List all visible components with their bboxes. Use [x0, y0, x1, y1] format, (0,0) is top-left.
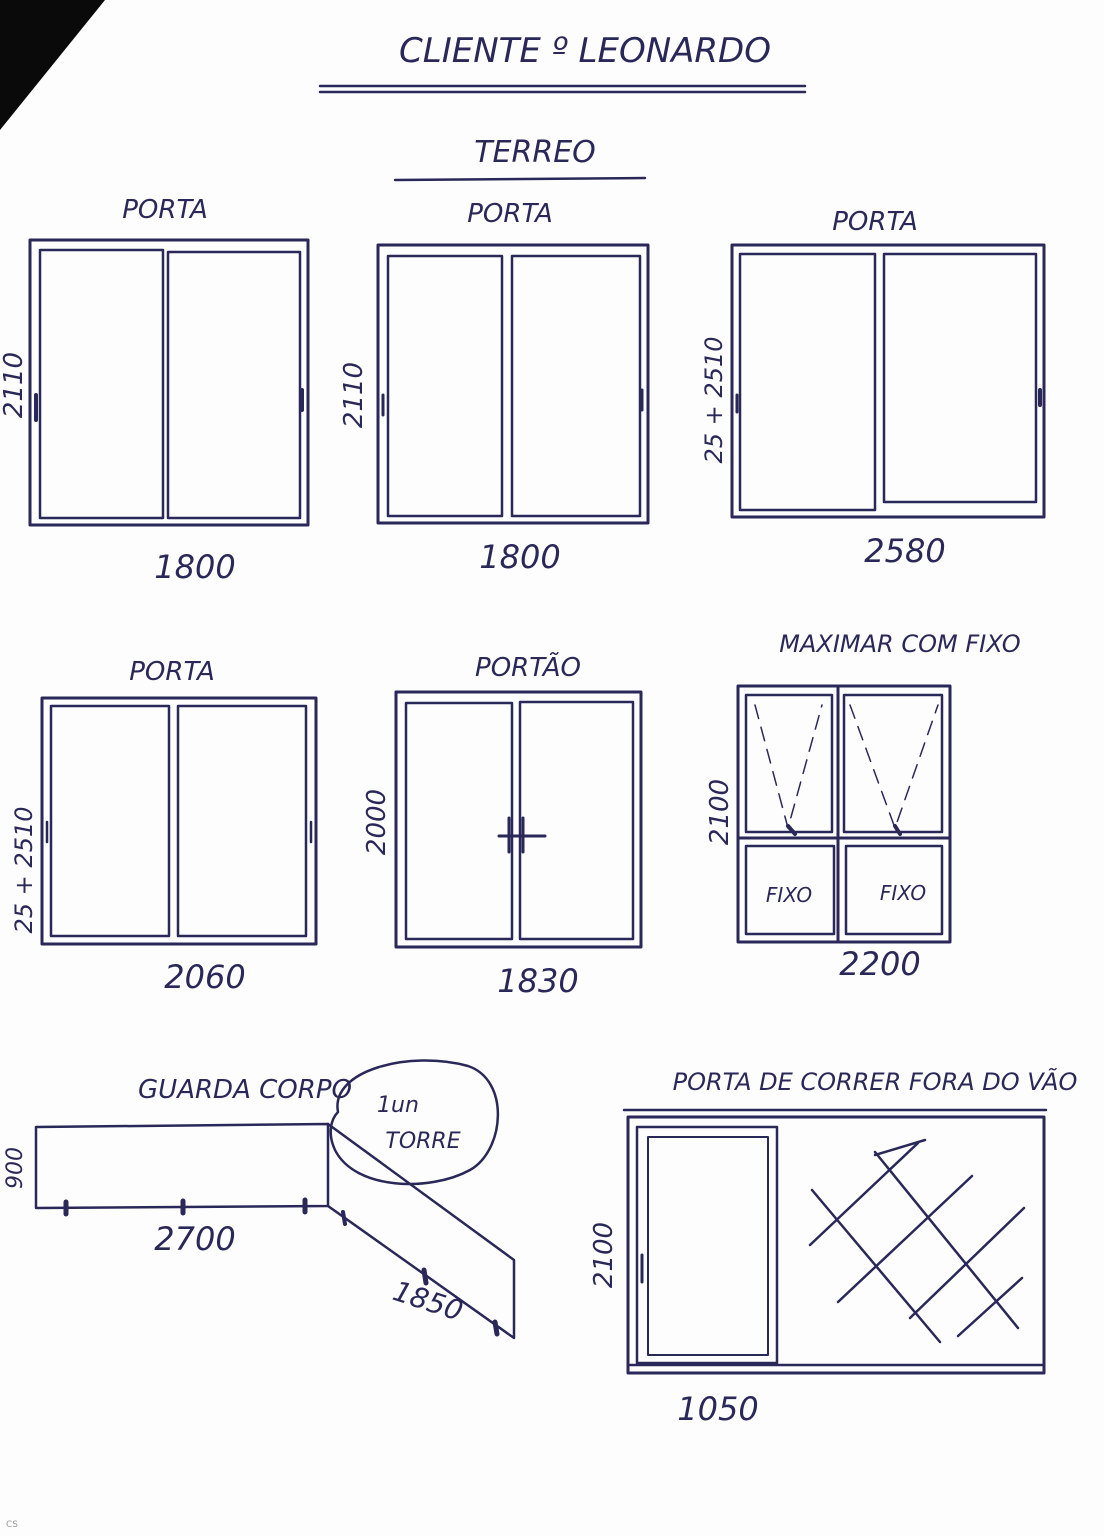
- door-2-leaf-right: [510, 254, 642, 518]
- door-1-height: 2110: [0, 352, 29, 418]
- door-4-frame: [40, 696, 318, 946]
- door-1-leaf-right: [166, 250, 302, 520]
- window-6-frame: [736, 684, 952, 944]
- window-6-opening-left: [754, 704, 823, 829]
- guardrail-label: GUARDA CORPO: [138, 1075, 352, 1105]
- door-3-label: PORTA: [832, 207, 918, 237]
- door-4-width: 2060: [164, 958, 245, 996]
- section-title: TERREO: [474, 135, 596, 170]
- door-1-width: 1800: [154, 548, 235, 586]
- guardrail-height: 900: [3, 1147, 28, 1189]
- window-6-fixed-left-label: FIXO: [766, 883, 812, 907]
- sliding-door-outside: PORTA DE CORRER FORA DO VÃO 2100 1050: [589, 1066, 1077, 1428]
- door-2-frame: [376, 243, 650, 525]
- window-6-fixed-right-label: FIXO: [880, 881, 926, 905]
- window-6-hinge-right: [893, 824, 902, 836]
- sliding-door-label: PORTA DE CORRER FORA DO VÃO: [673, 1066, 1078, 1096]
- gate-5-frame: [394, 690, 643, 949]
- door-3-frame: [730, 243, 1046, 519]
- scan-corner-shadow: [0, 0, 105, 130]
- door-2-height: 2110: [339, 362, 369, 428]
- window-6-hinge-left: [786, 824, 797, 836]
- guardrail-front-panel: [34, 1122, 330, 1210]
- window-6-width: 2200: [839, 945, 920, 983]
- gate-5-width: 1830: [497, 962, 578, 1000]
- sliding-door-height: 2100: [589, 1222, 619, 1288]
- window-6-sash-left: [744, 693, 834, 834]
- window-6-fixed-right: [844, 844, 944, 936]
- door-4-label: PORTA: [129, 657, 215, 687]
- guardrail-note-qty: 1un: [377, 1093, 419, 1118]
- section-underline: [393, 176, 647, 182]
- door-4: PORTA 25 + 2510 2060: [10, 657, 318, 996]
- window-6-sash-right: [842, 693, 944, 834]
- door-4-leaf-left: [49, 704, 171, 938]
- window-6-fixed-left: [744, 844, 836, 936]
- scanner-watermark: CS: [6, 1520, 18, 1530]
- gate-5-leaf-right: [518, 700, 635, 941]
- sliding-door-wall-cross-hatch: [808, 1138, 1026, 1344]
- window-6-label: MAXIMAR COM FIXO: [779, 630, 1020, 658]
- gate-5-leaf-left: [404, 701, 514, 941]
- door-2-leaf-left: [386, 254, 504, 518]
- guardrail: GUARDA CORPO 900 2700 1850 1un TORRE: [3, 1059, 516, 1340]
- door-2: PORTA 2110 1800: [339, 199, 650, 576]
- page-title: CLIENTE º LEONARDO: [399, 31, 771, 71]
- guardrail-note-circle: [329, 1059, 500, 1186]
- door-1-label: PORTA: [122, 195, 208, 225]
- door-3: PORTA 25 + 2510 2580: [700, 207, 1046, 570]
- gate-5-height: 2000: [362, 789, 392, 855]
- door-1: PORTA 2110 1800: [0, 195, 310, 586]
- door-4-leaf-right: [176, 704, 308, 938]
- door-3-leaf-right: [882, 252, 1038, 504]
- gate-5-label: PORTÃO: [475, 651, 581, 683]
- door-2-label: PORTA: [467, 199, 553, 229]
- window-6: MAXIMAR COM FIXO FIXO FIXO 2100 2200: [705, 630, 1021, 983]
- sliding-door-frame: [626, 1115, 1046, 1375]
- door-1-leaf-left: [38, 248, 165, 520]
- guardrail-length-a: 2700: [154, 1220, 235, 1258]
- door-4-height: 25 + 2510: [10, 807, 38, 934]
- sliding-door-width: 1050: [677, 1390, 758, 1428]
- sliding-door-leaf: [635, 1125, 779, 1365]
- guardrail-note-place: TORRE: [385, 1129, 460, 1154]
- guardrail-post-4: [341, 1210, 347, 1226]
- door-3-leaf-left: [738, 252, 877, 512]
- door-1-frame: [28, 238, 310, 527]
- door-3-height: 25 + 2510: [700, 337, 728, 464]
- guardrail-side-panel: [326, 1122, 516, 1340]
- gate-5: PORTÃO 2000 1830: [362, 651, 643, 1000]
- window-6-height: 2100: [705, 779, 735, 845]
- guardrail-post-6: [492, 1319, 500, 1337]
- door-3-width: 2580: [864, 532, 945, 570]
- guardrail-post-5: [421, 1267, 429, 1286]
- window-6-opening-right: [849, 704, 939, 829]
- door-2-width: 1800: [479, 538, 560, 576]
- sliding-door-leaf-inner: [647, 1136, 769, 1356]
